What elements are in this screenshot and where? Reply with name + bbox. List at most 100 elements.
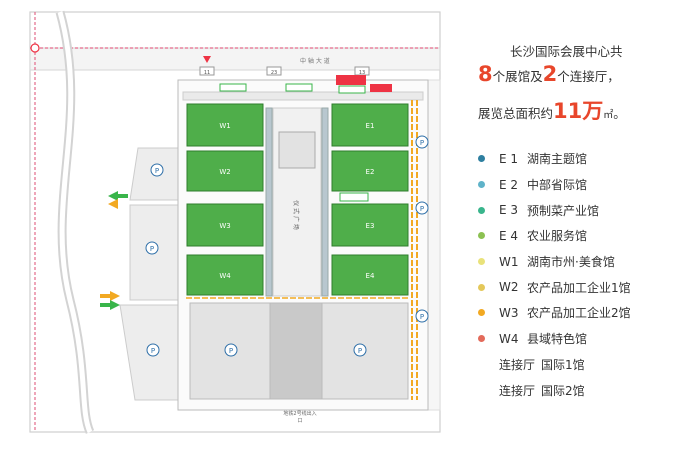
legend-code: 连接厅 xyxy=(499,383,536,398)
venue-map: 中 轴 大 道 W1 W2 W3 W4 E1 E2 E3 E4 仪 式 广 场 … xyxy=(29,10,441,434)
legend-item: 连接厅国际2馆 xyxy=(478,377,631,403)
legend-item: E 4 农业服务馆 xyxy=(478,223,631,249)
legend-name: 湖南主题馆 xyxy=(527,152,588,167)
svg-text:P: P xyxy=(151,347,155,355)
svg-text:W1: W1 xyxy=(219,122,230,130)
headline-2-text-a: 个展馆及 xyxy=(492,69,543,84)
hall-count: 8 xyxy=(478,62,493,86)
legend-item: E 1 湖南主题馆 xyxy=(478,146,631,172)
hall-W3[interactable]: W3 xyxy=(186,203,264,247)
legend-item: E 2 中部省际馆 xyxy=(478,172,631,198)
hall-W2[interactable]: W2 xyxy=(186,150,264,192)
svg-text:P: P xyxy=(420,139,424,147)
central-label: 仪 式 广 场 xyxy=(292,200,300,230)
svg-text:E4: E4 xyxy=(366,272,375,280)
connect-count: 2 xyxy=(542,62,558,86)
legend-dot-icon xyxy=(478,181,485,189)
legend-code: E 1 xyxy=(499,151,519,166)
legend-item: W2 农产品加工企业1馆 xyxy=(478,274,631,300)
svg-text:E2: E2 xyxy=(366,168,375,176)
legend-code: W2 xyxy=(499,280,519,295)
svg-text:11: 11 xyxy=(204,70,210,76)
svg-text:P: P xyxy=(150,245,154,253)
legend-code: W1 xyxy=(499,254,519,269)
svg-text:E3: E3 xyxy=(366,222,375,230)
svg-text:W4: W4 xyxy=(219,272,231,280)
legend-name: 湖南市州·美食馆 xyxy=(527,255,615,270)
corner-marker-icon xyxy=(30,43,40,53)
legend-name: 国际2馆 xyxy=(541,383,585,398)
hall-W4[interactable]: W4 xyxy=(186,254,264,296)
legend-name: 中部省际馆 xyxy=(527,178,588,193)
top-road-label: 中 轴 大 道 xyxy=(300,57,330,65)
hall-E1[interactable]: E1 xyxy=(331,103,409,147)
headline-2-text-b: 个连接厅， xyxy=(557,69,620,84)
headline-3-text: 展览总面积约 xyxy=(478,106,554,121)
parking-marker-4[interactable]: P xyxy=(224,343,238,357)
legend-name: 农产品加工企业2馆 xyxy=(527,306,631,321)
red-building-2 xyxy=(370,84,392,92)
metro-label-2: 口 xyxy=(297,418,302,424)
legend-dot-icon xyxy=(478,232,485,240)
legend-dot-icon xyxy=(478,258,485,266)
legend-code: 连接厅 xyxy=(499,357,536,372)
legend-code: E 2 xyxy=(499,177,519,192)
svg-text:23: 23 xyxy=(271,70,277,76)
north-corridor xyxy=(182,91,424,101)
svg-text:E1: E1 xyxy=(366,122,375,130)
parking-marker-6[interactable]: P xyxy=(415,135,429,149)
legend-code: W3 xyxy=(499,305,519,320)
area-unit: ㎡ xyxy=(603,110,614,121)
legend-code: E 4 xyxy=(499,228,519,243)
legend-dot-icon xyxy=(478,155,485,163)
svg-text:P: P xyxy=(358,347,362,355)
svg-text:P: P xyxy=(229,347,233,355)
west-corridor xyxy=(265,107,273,297)
parking-marker-2[interactable]: P xyxy=(145,241,159,255)
hall-E4[interactable]: E4 xyxy=(331,254,409,296)
headline-3: 展览总面积约11万㎡。 xyxy=(478,95,680,125)
parking-marker-5[interactable]: P xyxy=(353,343,367,357)
gate-arrow-icon xyxy=(203,56,211,63)
legend-code: W4 xyxy=(499,331,519,346)
gate-3[interactable]: 13 xyxy=(354,66,370,76)
parking-marker-1[interactable]: P xyxy=(150,163,164,177)
legend-dot-icon xyxy=(478,206,485,214)
gate-1[interactable]: 11 xyxy=(199,66,215,76)
hall-E3[interactable]: E3 xyxy=(331,203,409,247)
gate-2[interactable]: 23 xyxy=(266,66,282,76)
area-value: 11万 xyxy=(553,99,604,123)
parking-sign-3 xyxy=(338,85,366,94)
headline-3-end: 。 xyxy=(613,106,626,121)
connecting-hall-center[interactable] xyxy=(269,302,323,400)
hall-W1[interactable]: W1 xyxy=(186,103,264,147)
legend-name: 县域特色馆 xyxy=(527,332,588,347)
legend-name: 农产品加工企业1馆 xyxy=(527,280,631,295)
legend-dot-icon xyxy=(478,335,485,343)
legend-dot-icon xyxy=(478,309,485,317)
legend-name: 国际1馆 xyxy=(541,357,585,372)
svg-text:P: P xyxy=(420,205,424,213)
entrance-arrow-left-2 xyxy=(100,291,120,310)
right-strip xyxy=(427,79,441,411)
legend-item: W3 农产品加工企业2馆 xyxy=(478,300,631,326)
headline-2: 8个展馆及2个连接厅， xyxy=(478,62,680,86)
svg-text:P: P xyxy=(420,313,424,321)
parking-marker-8[interactable]: P xyxy=(415,309,429,323)
top-road xyxy=(29,47,441,71)
svg-text:13: 13 xyxy=(359,70,365,76)
entrance-arrow-left-1 xyxy=(108,191,128,209)
legend-item: W4 县域特色馆 xyxy=(478,326,631,352)
river-inner xyxy=(57,11,93,434)
hall-E2[interactable]: E2 xyxy=(331,150,409,192)
parking-marker-3[interactable]: P xyxy=(146,343,160,357)
parking-sign-2 xyxy=(285,83,313,92)
parking-marker-7[interactable]: P xyxy=(415,201,429,215)
metro-label-1: 地铁2号线出入 xyxy=(283,410,316,417)
central-building xyxy=(278,131,316,169)
legend-item: W1 湖南市州·美食馆 xyxy=(478,249,631,275)
legend-name: 农业服务馆 xyxy=(527,229,588,244)
legend-dot-icon xyxy=(478,283,485,291)
